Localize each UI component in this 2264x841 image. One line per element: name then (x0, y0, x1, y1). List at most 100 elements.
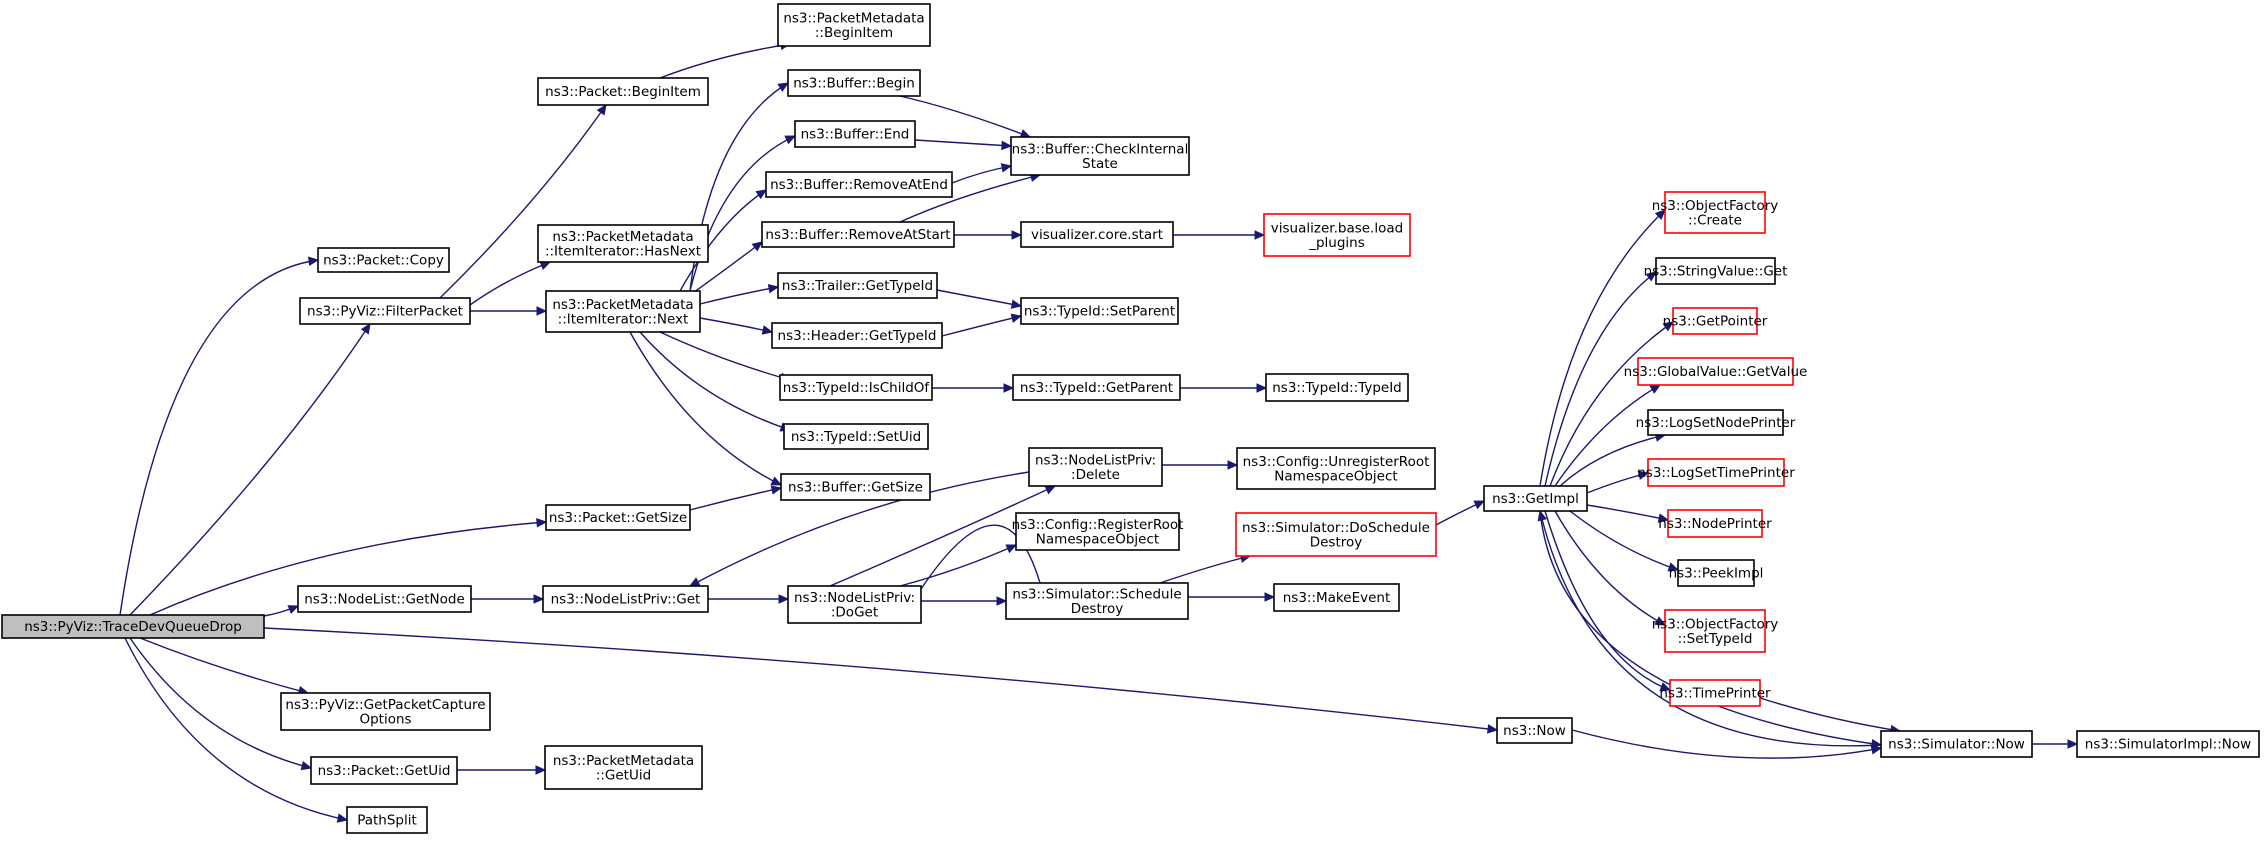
node-viz_start[interactable]: visualizer.core.start (1020, 221, 1174, 248)
node-buf_rmstart[interactable]: ns3::Buffer::RemoveAtStart (761, 221, 955, 248)
node-box (297, 585, 472, 613)
node-label: ns3::TypeId::GetParent (1020, 380, 1173, 396)
node-pathsplit[interactable]: PathSplit (346, 806, 428, 834)
node-log_timeprinter[interactable]: ns3::LogSetTimePrinter (1637, 458, 1795, 487)
node-filter[interactable]: ns3::PyViz::FilterPacket (299, 297, 471, 325)
node-box (1880, 730, 2033, 758)
node-label: ns3::NodeListPriv: (1035, 452, 1156, 468)
node-simimpl_now[interactable]: ns3::SimulatorImpl::Now (2076, 730, 2260, 758)
arrow-head-icon (1044, 485, 1057, 495)
node-box (346, 806, 428, 834)
node-pm_getuid[interactable]: ns3::PacketMetadata::GetUid (544, 745, 703, 790)
arrow-head-icon (1637, 470, 1650, 480)
node-box (537, 77, 709, 106)
arrow-head-icon (1654, 209, 1666, 220)
node-box (1669, 679, 1761, 707)
node-root[interactable]: ns3::PyViz::TraceDevQueueDrop (1, 614, 265, 639)
node-strval_get[interactable]: ns3::StringValue::Get (1644, 257, 1788, 285)
node-pkt_getuid[interactable]: ns3::Packet::GetUid (310, 756, 458, 785)
node-tid_typeid[interactable]: ns3::TypeId::TypeId (1265, 373, 1409, 402)
node-box (1020, 221, 1174, 248)
node-box (537, 224, 709, 263)
edge-getimpl-to-peekimpl (1569, 510, 1680, 572)
node-buf_getsize[interactable]: ns3::Buffer::GetSize (780, 473, 931, 501)
node-box (780, 473, 931, 501)
node-label: ns3::TypeId::SetUid (791, 429, 921, 445)
node-box (779, 374, 933, 401)
node-buf_begin[interactable]: ns3::Buffer::Begin (787, 69, 921, 97)
node-peekimpl[interactable]: ns3::PeekImpl (1669, 559, 1764, 587)
node-pm_next[interactable]: ns3::PacketMetadata::ItemIterator::Next (545, 290, 701, 333)
arrow-head-icon (336, 813, 349, 823)
edge-line (149, 521, 547, 616)
node-pm_beginitem[interactable]: ns3::PacketMetadata::BeginItem (777, 3, 931, 47)
node-box (2076, 730, 2260, 758)
node-label: ns3::Trailer::GetTypeId (782, 278, 933, 294)
edge-line (129, 323, 371, 616)
edge-line (1539, 209, 1666, 487)
node-box (783, 423, 929, 450)
node-getimpl[interactable]: ns3::GetImpl (1483, 485, 1588, 512)
arrow-head-icon (770, 476, 783, 486)
node-viz_loadplugins[interactable]: visualizer.base.load_plugins (1263, 213, 1411, 257)
node-buf_end[interactable]: ns3::Buffer::End (794, 120, 916, 148)
node-pkt_getsize[interactable]: ns3::Packet::GetSize (545, 504, 691, 531)
node-label: ::GetUid (596, 767, 651, 783)
node-trailer_gtid[interactable]: ns3::Trailer::GetTypeId (777, 272, 938, 299)
edge-sim_now-to-simimpl_now (2032, 739, 2079, 749)
node-gv_getvalue[interactable]: ns3::GlobalValue::GetValue (1624, 357, 1808, 386)
edge-getimpl-to-log_timeprinter (1586, 470, 1650, 494)
arrow-head-icon (1662, 321, 1675, 332)
node-cfg_unregister[interactable]: ns3::Config::UnregisterRootNamespaceObje… (1236, 447, 1436, 490)
node-box (761, 221, 955, 248)
node-pkt_copy[interactable]: ns3::Packet::Copy (317, 247, 450, 273)
node-nl_getnode[interactable]: ns3::NodeList::GetNode (297, 585, 472, 613)
edge-getimpl-to-strval_get (1544, 271, 1657, 487)
node-pm_hasnext[interactable]: ns3::PacketMetadata::ItemIterator::HasNe… (537, 224, 709, 263)
node-sim_now[interactable]: ns3::Simulator::Now (1880, 730, 2033, 758)
node-pkt_beginitem[interactable]: ns3::Packet::BeginItem (537, 77, 709, 106)
arrow-head-icon (300, 761, 313, 771)
node-tid_ischild[interactable]: ns3::TypeId::IsChildOf (779, 374, 933, 401)
node-buf_rmend[interactable]: ns3::Buffer::RemoveAtEnd (765, 171, 953, 198)
node-box (765, 171, 953, 198)
node-tid_getparent[interactable]: ns3::TypeId::GetParent (1012, 374, 1181, 401)
node-nodeprinter[interactable]: ns3::NodePrinter (1658, 509, 1772, 538)
edge-pm_next-to-buf_rmstart (689, 241, 763, 296)
node-tid_setparent[interactable]: ns3::TypeId::SetParent (1020, 297, 1179, 325)
node-tid_setuid[interactable]: ns3::TypeId::SetUid (783, 423, 929, 450)
node-box (1012, 374, 1181, 401)
node-box (544, 745, 703, 790)
node-header_gtid[interactable]: ns3::Header::GetTypeId (771, 322, 943, 349)
node-nlp_get[interactable]: ns3::NodeListPriv::Get (542, 585, 709, 613)
node-now[interactable]: ns3::Now (1496, 717, 1573, 744)
node-label: ns3::PacketMetadata (783, 10, 924, 26)
edge-line (1571, 729, 1882, 759)
node-log_nodeprinter[interactable]: ns3::LogSetNodePrinter (1636, 409, 1796, 436)
arrow-head-icon (1649, 384, 1662, 394)
node-label: visualizer.core.start (1031, 227, 1163, 243)
edge-line (1539, 510, 1882, 747)
node-nlp_doget[interactable]: ns3::NodeListPriv::DoGet (787, 585, 922, 624)
node-label: ns3::SimulatorImpl::Now (2085, 737, 2251, 753)
node-nlp_delete[interactable]: ns3::NodeListPriv::Delete (1028, 447, 1163, 487)
node-timeprinter[interactable]: ns3::TimePrinter (1659, 679, 1771, 707)
node-label: :Delete (1071, 467, 1120, 483)
edge-line (439, 104, 607, 299)
node-box (1235, 512, 1437, 557)
edge-line (1539, 510, 1882, 746)
edge-line (124, 637, 348, 821)
node-of_create[interactable]: ns3::ObjectFactory::Create (1652, 191, 1779, 234)
node-label: ns3::PacketMetadata (552, 229, 693, 245)
node-of_settypeid[interactable]: ns3::ObjectFactory::SetTypeId (1652, 609, 1779, 653)
node-label: ns3::Packet::GetSize (549, 510, 687, 526)
edge-pkt_getsize-to-buf_getsize (689, 485, 783, 511)
node-makeevent[interactable]: ns3::MakeEvent (1273, 583, 1400, 612)
arrow-head-icon (1005, 544, 1018, 554)
node-getpointer[interactable]: ns3::GetPointer (1663, 307, 1768, 335)
